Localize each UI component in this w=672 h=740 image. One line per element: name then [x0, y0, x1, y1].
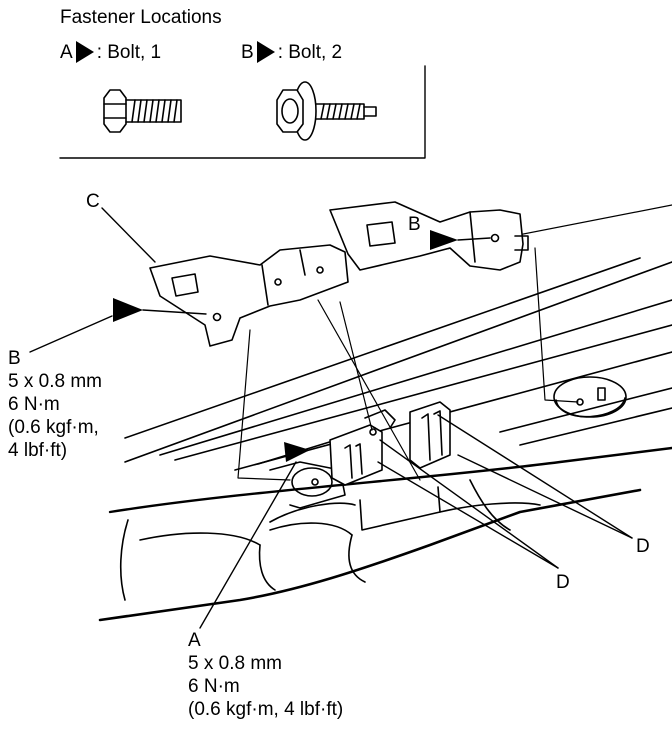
arrow-icon	[75, 41, 94, 63]
leader-b-left	[29, 315, 113, 353]
leader-c	[101, 207, 156, 263]
spec-a-line-3: (0.6 kgf·m, 4 lbf·ft)	[188, 699, 344, 720]
bolt-1-icon	[103, 89, 182, 133]
spec-b-line-2: 6 N·m	[8, 394, 60, 415]
bracket-c	[149, 201, 529, 347]
legend-letter-a: A	[60, 42, 73, 63]
leader-d-upper-2	[457, 454, 633, 539]
leader-a	[199, 461, 297, 629]
spec-b-line-3: (0.6 kgf·m,	[8, 417, 99, 438]
legend-text-a: : Bolt, 1	[96, 42, 162, 63]
arrow-a	[284, 442, 310, 462]
spec-b-letter: B	[8, 348, 21, 369]
bolt-2-icon	[276, 81, 377, 141]
spec-b-line-1: 5 x 0.8 mm	[8, 371, 102, 392]
arrow-icon	[256, 41, 275, 63]
arrow-b-top	[430, 230, 458, 250]
spec-a-line-1: 5 x 0.8 mm	[188, 653, 282, 674]
clip-right	[409, 401, 451, 469]
legend-text-b: : Bolt, 2	[277, 42, 343, 63]
legend-item-b: B : Bolt, 2	[241, 41, 342, 64]
callout-c: C	[86, 191, 100, 212]
spec-a: A 5 x 0.8 mm 6 N·m (0.6 kgf·m, 4 lbf·ft)	[188, 629, 343, 721]
callout-d-upper: D	[636, 536, 650, 557]
spec-b: B 5 x 0.8 mm 6 N·m (0.6 kgf·m, 4 lbf·ft)	[8, 347, 102, 462]
legend-item-a: A : Bolt, 1	[60, 41, 161, 64]
legend-letter-b: B	[241, 42, 254, 63]
callout-b-top: B	[408, 214, 421, 235]
callout-d-lower: D	[556, 572, 570, 593]
clip-left	[329, 409, 396, 486]
legend-title: Fastener Locations	[60, 7, 222, 28]
leader-d-lower-2	[379, 439, 559, 569]
leader-d-upper-1	[437, 414, 633, 539]
spec-b-line-4: 4 lbf·ft)	[8, 440, 68, 461]
legend-box-border	[59, 65, 426, 159]
spec-a-line-2: 6 N·m	[188, 676, 240, 697]
leader-d-lower-1	[377, 461, 559, 569]
arrow-b-left	[113, 298, 143, 322]
spec-a-letter: A	[188, 630, 201, 651]
